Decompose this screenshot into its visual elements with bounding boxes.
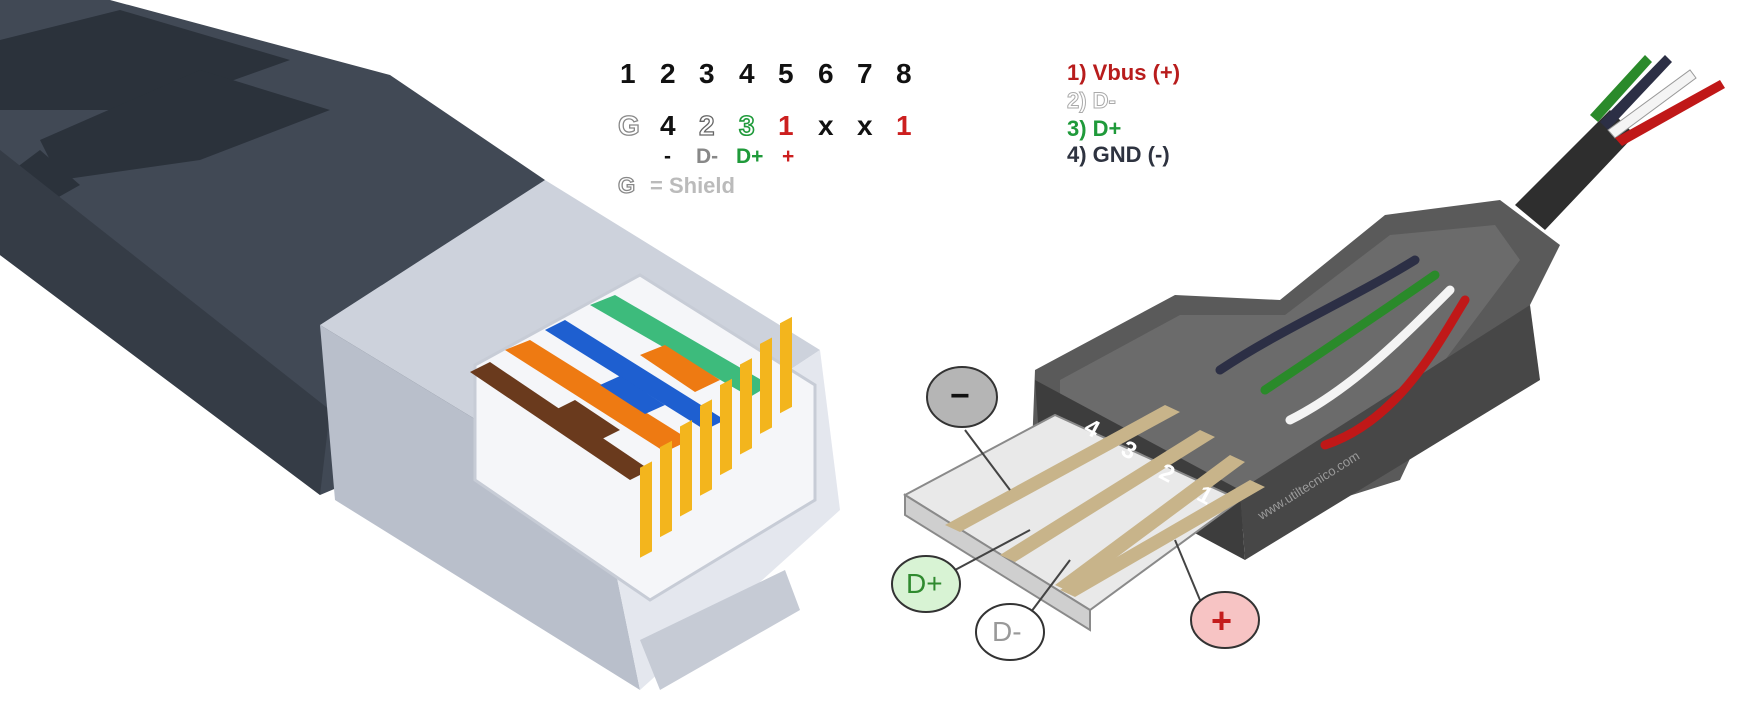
pin-assignment-dplus: 3 xyxy=(738,109,755,142)
pin-assignment-unused: x xyxy=(857,110,873,141)
rj45-wire-brown-stripe xyxy=(555,400,620,440)
callout-leader-vbus xyxy=(1174,539,1201,601)
pin-number: 2 xyxy=(660,58,676,89)
callout-leader-dplus xyxy=(954,529,1031,571)
rj45-plug-side xyxy=(320,325,640,690)
callout-leader-gnd xyxy=(964,429,1011,491)
pin-number: 8 xyxy=(896,58,912,89)
usb-contact-3 xyxy=(1000,430,1215,562)
rj45-wire-orange-stripe xyxy=(640,345,720,392)
rj45-wire-green xyxy=(590,295,770,397)
rj45-latch-tab xyxy=(640,570,800,690)
signal-label-dplus: D+ xyxy=(736,145,764,168)
rj45-wire-blue xyxy=(545,320,725,430)
rj45-plug-illustration xyxy=(0,0,840,690)
usb-legend-dplus: 3) D+ xyxy=(1067,116,1122,141)
rj45-wire-blue-stripe xyxy=(600,376,665,414)
rj45-cable-stripe xyxy=(40,70,330,180)
pin-assignment-dminus: 2 xyxy=(698,109,715,141)
usb-wire-red xyxy=(1615,80,1725,146)
pin-number: 6 xyxy=(818,58,834,89)
usb-internal-wire-green xyxy=(1260,270,1440,395)
usb-legend-vbus: 1) Vbus (+) xyxy=(1067,60,1181,85)
usb-wire-green xyxy=(1590,55,1652,122)
pin-assignment-shield: G xyxy=(617,109,640,141)
callout-dplus-bubble xyxy=(891,555,961,613)
pin-assignment-vbus: 1 xyxy=(896,110,912,141)
rj45-gold-contacts xyxy=(640,316,792,558)
pin-number: 3 xyxy=(699,58,715,89)
rj45-wire-orange xyxy=(505,340,690,452)
usb-cable xyxy=(1515,110,1635,230)
callout-dplus-label: D+ xyxy=(906,568,943,599)
pin-number: 5 xyxy=(778,58,794,89)
signal-label-vbus: + xyxy=(782,145,795,168)
usb-contact-4 xyxy=(945,405,1180,532)
usb-contact-2 xyxy=(1055,455,1245,592)
callout-dminus-bubble xyxy=(975,603,1045,661)
rj45-cable-shadow xyxy=(0,150,330,495)
usb-legend-dminus: 2) D- xyxy=(1067,88,1117,114)
callout-vbus-bubble xyxy=(1190,591,1260,649)
callout-dminus-label: D- xyxy=(992,616,1022,647)
callout-vbus-label: + xyxy=(1211,600,1233,641)
usb-wire-black xyxy=(1600,55,1672,130)
rj45-wire-brown xyxy=(470,362,650,480)
pin-assignment-unused: x xyxy=(818,110,834,141)
pin-number: 1 xyxy=(620,58,636,89)
usb-internal-wire-red xyxy=(1320,295,1470,450)
usb-wire-white xyxy=(1607,69,1697,139)
usb-housing-side xyxy=(1240,305,1540,560)
usb-internal-wire-black xyxy=(1215,255,1420,375)
pin-number: 7 xyxy=(857,58,873,89)
usb-internal-wire-white xyxy=(1285,285,1455,425)
callout-gnd-bubble xyxy=(926,366,998,428)
shield-symbol: G xyxy=(617,172,636,198)
signal-label-dminus: D- xyxy=(696,145,719,168)
pin-number: 4 xyxy=(739,58,755,89)
pin-assignment-vbus: 1 xyxy=(778,110,794,141)
callout-gnd-label: − xyxy=(950,377,970,415)
shield-legend-text: = Shield xyxy=(650,173,735,198)
signal-label-gnd: - xyxy=(664,145,671,168)
pin-assignment-gnd: 4 xyxy=(660,110,676,141)
usb-contact-1 xyxy=(1060,480,1265,597)
usb-legend-gnd: 4) GND (-) xyxy=(1067,142,1170,167)
